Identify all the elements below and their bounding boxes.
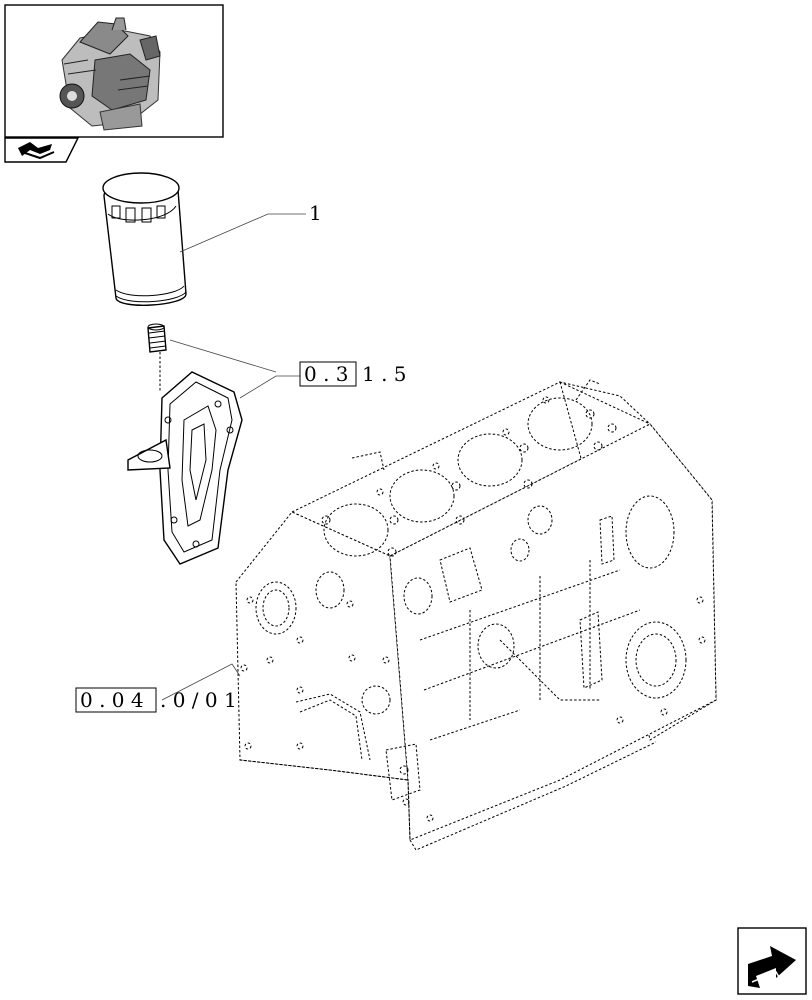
callout-ref-004[interactable]: 0 . 0 4 . 0 / 0 1 <box>75 687 237 713</box>
next-page-arrow-icon <box>748 946 801 988</box>
leader-ref-004 <box>161 663 241 701</box>
callout-item-1[interactable]: 1 <box>309 201 322 225</box>
svg-text:0 . 0 4: 0 . 0 4 <box>80 688 144 712</box>
filter-support-plate <box>127 371 243 565</box>
filter-nipple <box>147 323 167 353</box>
svg-text:. 0 / 0 1: . 0 / 0 1 <box>160 688 237 712</box>
callout-ref-031[interactable]: 0 . 3 1 . 5 <box>299 361 407 387</box>
oil-filter-cartridge <box>102 172 187 306</box>
svg-text:0 . 3: 0 . 3 <box>304 362 349 386</box>
engine-thumbnail-icon <box>50 17 170 131</box>
engine-block <box>235 379 717 851</box>
section-tab[interactable] <box>4 137 80 163</box>
thumbnail-panel[interactable] <box>4 4 224 138</box>
section-arrow-icon <box>18 142 55 160</box>
next-page-button[interactable] <box>737 927 807 995</box>
leader-ref-031 <box>169 339 300 399</box>
svg-text:1 . 5: 1 . 5 <box>362 362 407 386</box>
leader-item-1 <box>179 213 306 253</box>
